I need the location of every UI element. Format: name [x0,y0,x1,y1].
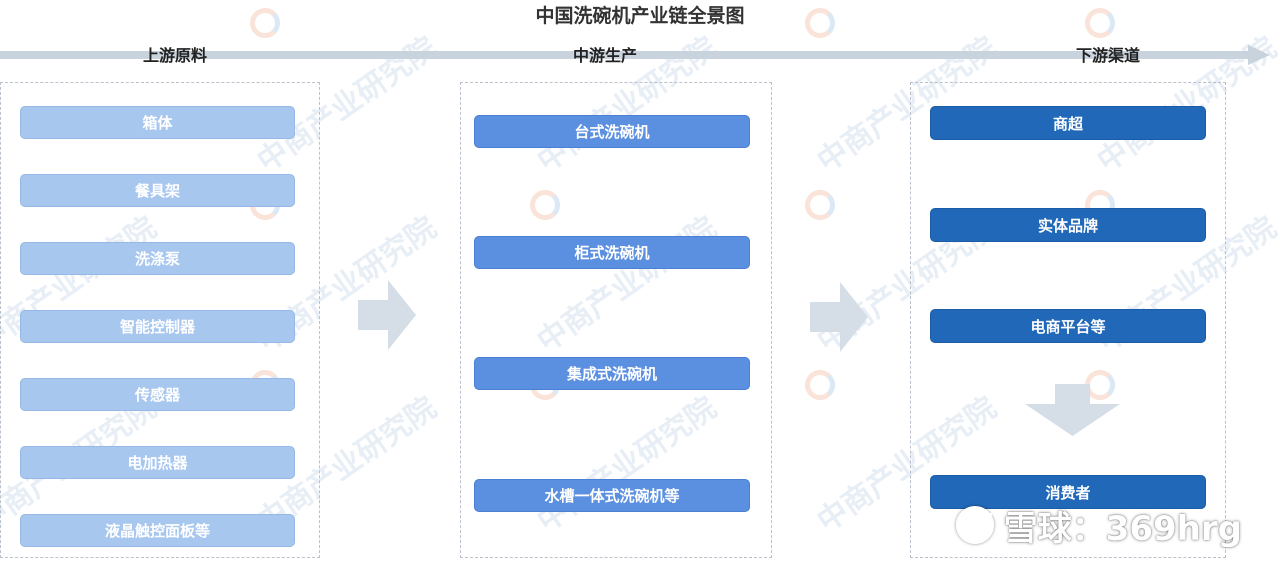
upstream-item: 智能控制器 [20,310,295,343]
stage-label-midstream: 中游生产 [572,46,637,65]
midstream-column [460,82,772,558]
xueqiu-logo-icon [955,506,994,544]
downstream-item: 商超 [930,106,1206,140]
watermark-logo-icon [805,370,835,400]
upstream-item: 餐具架 [20,174,295,207]
flow-arrow-right-icon [358,280,416,350]
upstream-item: 传感器 [20,378,295,411]
flow-arrow-down-icon [1025,384,1120,436]
upstream-column [0,82,320,558]
footer-watermark: 雪球：369hrg [955,500,1242,550]
midstream-item: 水槽一体式洗碗机等 [474,479,750,512]
timeline-arrow-icon [0,45,1270,65]
downstream-item: 电商平台等 [930,309,1206,343]
upstream-item: 液晶触控面板等 [20,514,295,547]
flow-arrow-right-icon [810,282,868,352]
midstream-item: 台式洗碗机 [474,115,750,148]
midstream-item: 集成式洗碗机 [474,357,750,390]
stage-label-upstream: 上游原料 [142,46,207,65]
consumer-box: 消费者 [930,475,1206,509]
downstream-item: 实体品牌 [930,208,1206,242]
upstream-item: 洗涤泵 [20,242,295,275]
footer-watermark-text: 雪球：369hrg [1003,508,1242,549]
downstream-column [910,82,1226,558]
upstream-item: 箱体 [20,106,295,139]
midstream-item: 柜式洗碗机 [474,236,750,269]
stage-label-downstream: 下游渠道 [1075,46,1140,65]
watermark-logo-icon [805,190,835,220]
upstream-item: 电加热器 [20,446,295,479]
diagram-title: 中国洗碗机产业链全景图 [535,5,745,27]
